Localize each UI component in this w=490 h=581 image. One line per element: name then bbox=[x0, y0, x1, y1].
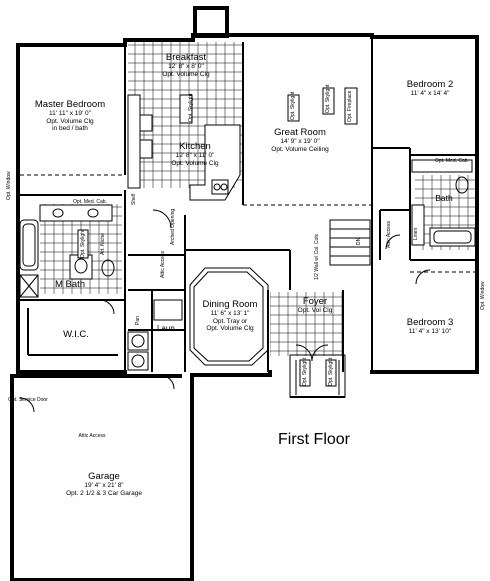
dining-name: Dining Room bbox=[202, 299, 258, 310]
master-opt: Opt. Volume Clg bbox=[46, 117, 94, 125]
master-opt2: in bed / bath bbox=[52, 124, 88, 132]
mbath-name: M Bath bbox=[54, 279, 86, 290]
breakfast-label: Breakfast 12' 8" x 8' 0" Opt. Volume Clg bbox=[162, 52, 210, 78]
linen-note: Linen bbox=[413, 227, 419, 240]
floor-title: First Floor bbox=[278, 431, 350, 448]
stair-dn-note: DN bbox=[356, 237, 362, 245]
great-room-opt: Opt. Volume Ceiling bbox=[271, 145, 329, 153]
laundry-fixtures bbox=[127, 299, 183, 371]
dining-opt: Opt. Tray or bbox=[212, 317, 248, 325]
breakfast-opt: Opt. Volume Clg bbox=[162, 70, 210, 78]
kitchen-name: Kitchen bbox=[179, 141, 211, 152]
dining-dims: 11' 6" x 13' 1" bbox=[210, 310, 250, 318]
master-label: Master Bedroom 11' 11" x 19' 0" Opt. Vol… bbox=[34, 99, 106, 132]
door-swings bbox=[19, 209, 431, 413]
ceiling-lines bbox=[20, 35, 477, 273]
foyer-label: Foyer Opt. Vol Clg bbox=[297, 296, 333, 315]
bedroom2-label: Bedroom 2 11' 4" x 14' 4" bbox=[406, 79, 454, 98]
foyer-tile bbox=[270, 292, 342, 356]
master-name: Master Bedroom bbox=[34, 99, 106, 110]
great-room-label: Great Room 14' 9" x 19' 0" Opt. Volume C… bbox=[271, 127, 329, 153]
bath-fixtures bbox=[411, 159, 476, 247]
half-wall-note: 1/2 Wall w/ Col. Cols bbox=[314, 234, 320, 280]
arched-opening-note: Arched Opening bbox=[170, 208, 176, 245]
laundry-label: Laun. bbox=[156, 324, 178, 334]
mbath-skylight-note: Opt. Skylight bbox=[80, 229, 86, 258]
master-med-cab-note: Opt. Med. Cab. bbox=[73, 199, 107, 205]
pan-note: Pan bbox=[135, 316, 141, 325]
fireplace-note: Opt. Fireplace bbox=[347, 90, 353, 122]
exterior-walls bbox=[10, 6, 479, 581]
master-window-note: Opt. Window bbox=[6, 171, 12, 200]
kitchen-dims: 12' 8" x 11' 0" bbox=[175, 152, 215, 160]
foyer-skylight-note-1: Opt. Skylight bbox=[302, 357, 308, 386]
garage-attic-access-note: Attic Access bbox=[78, 433, 106, 439]
bedroom3-name: Bedroom 3 bbox=[406, 317, 454, 328]
garage-name: Garage bbox=[88, 471, 120, 482]
wic-label: W.I.C. bbox=[63, 329, 89, 340]
bed-attic-access-note: Attic Access bbox=[386, 221, 392, 248]
garage-label: Garage 19' 4" x 21' 8" Opt. 2 1/2 & 3 Ca… bbox=[66, 471, 142, 497]
breakfast-name: Breakfast bbox=[165, 52, 207, 63]
stairs bbox=[329, 219, 371, 266]
laundry-name: Laun. bbox=[156, 324, 178, 333]
mbath-label: M Bath bbox=[54, 279, 86, 290]
dining-label: Dining Room 11' 6" x 13' 1" Opt. Tray or… bbox=[202, 299, 258, 332]
bed3-window-note: Opt. Window bbox=[480, 281, 486, 310]
bedroom2-name: Bedroom 2 bbox=[406, 79, 454, 90]
bedroom3-label: Bedroom 3 11' 4" x 13' 10" bbox=[406, 317, 454, 336]
garage-dims: 19' 4" x 21' 8" bbox=[84, 482, 124, 490]
attic-access-note: Attic Access bbox=[160, 251, 166, 278]
great-skylight-note-1: Opt. Skylight bbox=[290, 91, 296, 120]
kitchen-skylight-note: Opt. Skylight bbox=[188, 93, 194, 122]
master-bath-fixtures bbox=[19, 204, 115, 298]
dining-opt2: Opt. Volume Clg bbox=[206, 324, 254, 332]
interior-walls bbox=[18, 37, 477, 372]
foyer-opt: Opt. Vol Clg bbox=[297, 307, 333, 315]
kitchen-counters bbox=[127, 94, 241, 201]
great-skylight-note-2: Opt. Skylight bbox=[325, 84, 331, 113]
bedroom2-dims: 11' 4" x 14' 4" bbox=[410, 90, 450, 98]
art-niche-note: Art. Niche bbox=[100, 233, 106, 255]
wic-name: W.I.C. bbox=[63, 329, 89, 340]
service-door-note: Opt. Service Door bbox=[8, 397, 48, 403]
front-porch bbox=[289, 354, 346, 398]
kitchen-label: Kitchen 12' 8" x 11' 0" Opt. Volume Clg bbox=[171, 141, 219, 167]
foyer-name: Foyer bbox=[302, 296, 328, 307]
kitchen-opt: Opt. Volume Clg bbox=[171, 159, 219, 167]
bath-label: Bath bbox=[435, 193, 453, 203]
bath-name: Bath bbox=[435, 193, 453, 203]
foyer-skylight-note-2: Opt. Skylight bbox=[328, 357, 334, 386]
great-room-name: Great Room bbox=[274, 127, 326, 138]
bedroom3-dims: 11' 4" x 13' 10" bbox=[408, 328, 452, 336]
skylights bbox=[77, 87, 358, 387]
garage-opt: Opt. 2 1/2 & 3 Car Garage bbox=[66, 489, 142, 497]
master-dims: 11' 11" x 19' 0" bbox=[49, 110, 91, 118]
bath-med-cab-note: Opt. Med. Cab. bbox=[435, 158, 469, 164]
breakfast-dims: 12' 8" x 8' 0" bbox=[168, 63, 204, 71]
great-room-dims: 14' 9" x 19' 0" bbox=[280, 138, 320, 146]
dining-tray-outline bbox=[189, 267, 269, 366]
shelf-note: Shelf bbox=[131, 193, 137, 205]
